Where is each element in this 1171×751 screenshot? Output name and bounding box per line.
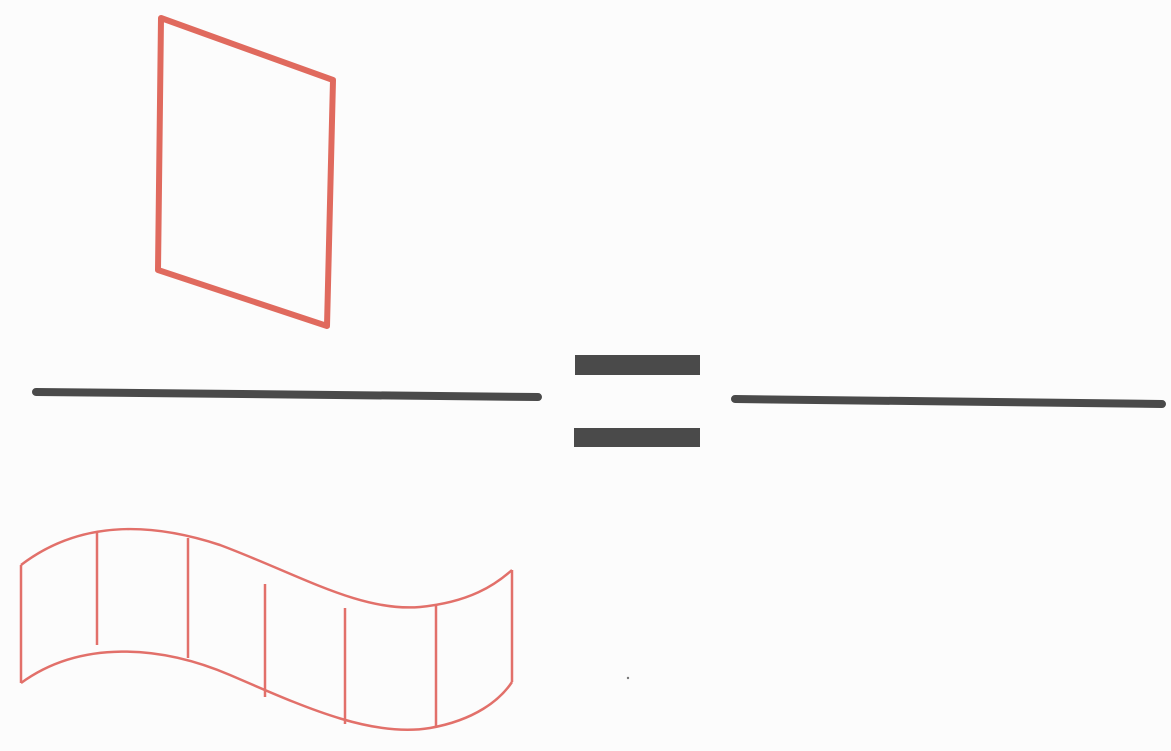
wavy-strip-shape	[19, 527, 514, 732]
equals-sign	[574, 355, 700, 447]
speck	[626, 676, 630, 680]
wavy-strip-bottom-edge	[20, 650, 514, 732]
left-fraction-bar	[32, 388, 542, 401]
right-fraction-bar	[731, 395, 1166, 408]
equals-bottom-bar	[574, 428, 700, 447]
wavy-strip-top-edge	[20, 527, 513, 609]
equals-top-bar	[575, 355, 700, 375]
single-panel-shape	[155, 15, 336, 329]
